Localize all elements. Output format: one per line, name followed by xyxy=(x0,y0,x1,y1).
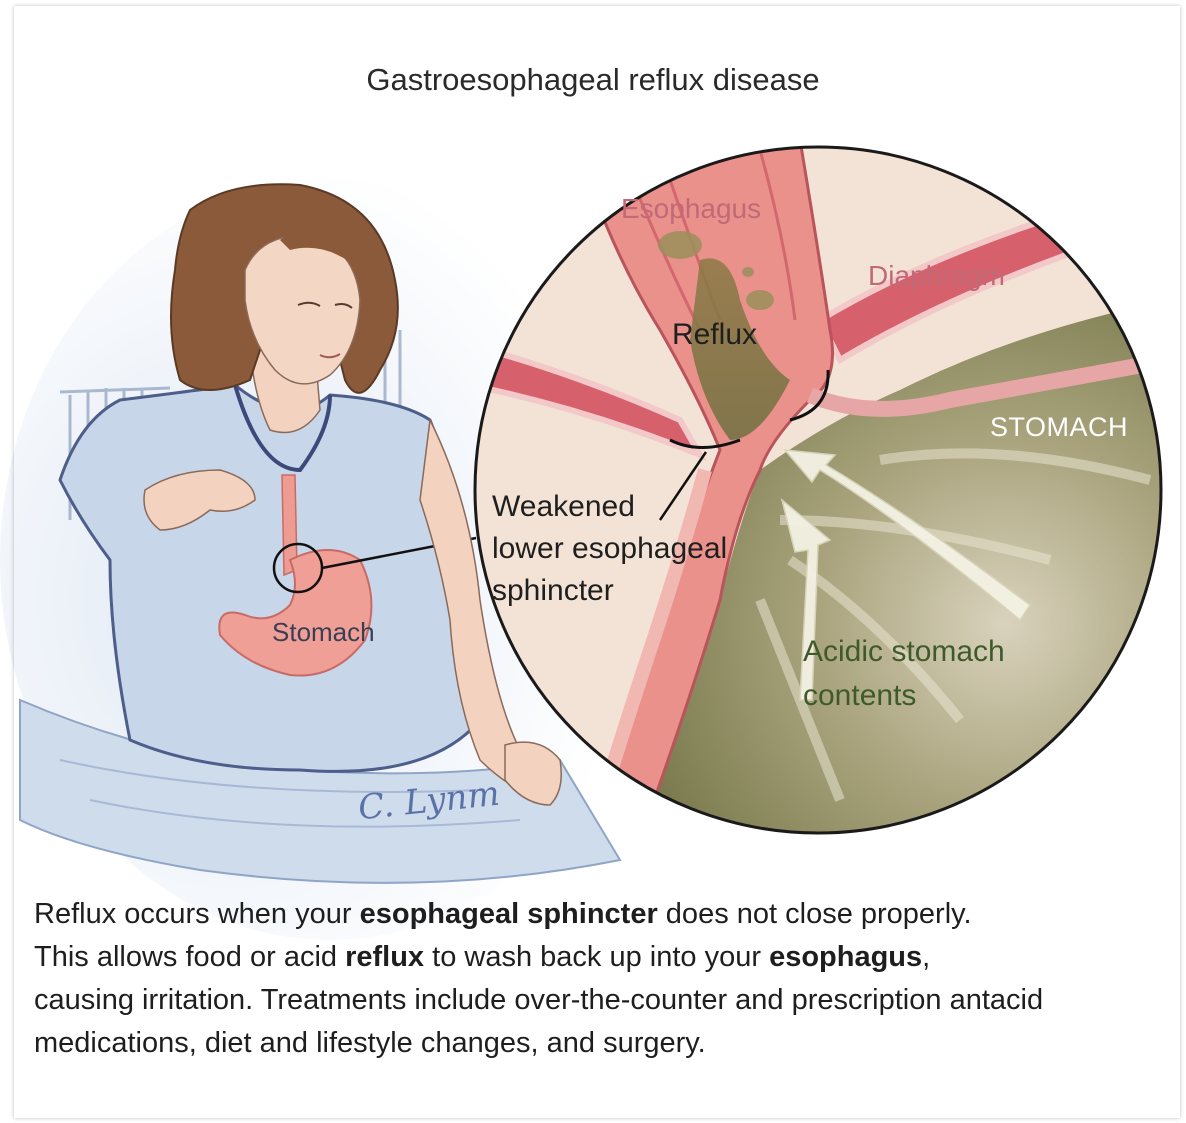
caption-s2-bold2: esophagus xyxy=(769,941,922,973)
caption-s2-bold: reflux xyxy=(345,941,424,973)
caption-s3: causing irritation. Treatments include o… xyxy=(34,984,1043,1059)
caption-s1-end: does not close properly. xyxy=(658,898,972,930)
label-sphincter-line2: lower esophageal xyxy=(492,528,727,570)
caption-s2-mid: to wash back up into your xyxy=(424,941,769,973)
label-acid-line2: contents xyxy=(803,674,1005,718)
caption-s1: Reflux occurs when your xyxy=(34,898,360,930)
label-sphincter-line1: Weakened xyxy=(492,486,727,528)
label-diaphragm: Diaphragm xyxy=(868,260,1005,291)
diagram-title: Gastroesophageal reflux disease xyxy=(0,62,1186,98)
caption-s2: This allows food or acid xyxy=(34,941,345,973)
label-esophagus: Esophagus xyxy=(621,193,761,224)
label-reflux: Reflux xyxy=(672,318,757,352)
label-stomach-figure: Stomach xyxy=(272,618,375,647)
label-acid-line1: Acidic stomach xyxy=(803,630,1005,674)
label-acid: Acidic stomach contents xyxy=(803,630,1005,718)
caption-s2-end: , xyxy=(922,941,930,973)
caption-s1-bold: esophageal sphincter xyxy=(360,898,658,930)
label-sphincter: Weakened lower esophageal sphincter xyxy=(492,486,727,612)
label-stomach-inset: STOMACH xyxy=(990,412,1128,442)
caption: Reflux occurs when your esophageal sphin… xyxy=(34,893,1174,1065)
label-sphincter-line3: sphincter xyxy=(492,570,727,612)
